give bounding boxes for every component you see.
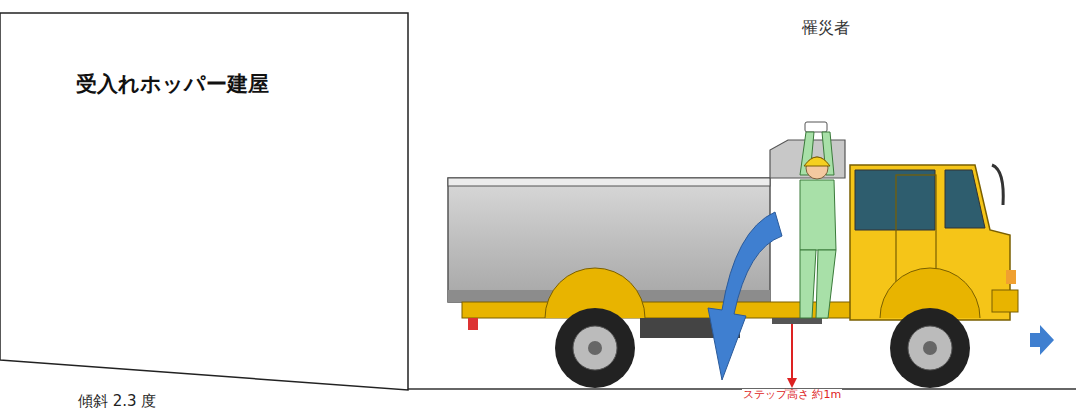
gripped-bar: [805, 122, 827, 132]
mirror: [992, 165, 1003, 205]
cab-window: [855, 170, 935, 230]
cargo-top: [448, 178, 770, 186]
front-wheel: [880, 268, 980, 388]
motion-arrow: [1030, 325, 1054, 355]
worker-leg: [800, 250, 816, 318]
bumper: [992, 290, 1018, 312]
head-light: [1006, 270, 1016, 284]
worker-body: [800, 180, 836, 250]
victim-label: 罹災者: [802, 18, 850, 37]
tail-light: [468, 318, 478, 330]
step: [772, 318, 822, 324]
building-outline: [0, 12, 409, 394]
building-name: 受入れホッパー建屋: [76, 70, 269, 98]
worker: [800, 122, 836, 318]
step-height-label: ステップ高さ 約1m: [742, 389, 842, 401]
step-height-line: [791, 324, 793, 386]
rear-wheel: [545, 268, 645, 388]
cab: [850, 165, 1010, 320]
truck: [448, 140, 1018, 388]
worker-leg: [816, 250, 836, 318]
helmet: [804, 157, 830, 166]
fall-arrow: [708, 212, 782, 380]
slope-label: 傾斜 2.3 度: [78, 392, 156, 410]
windshield: [945, 170, 985, 228]
building-box: 受入れホッパー建屋: [0, 12, 409, 394]
step-height-head: [787, 378, 797, 388]
